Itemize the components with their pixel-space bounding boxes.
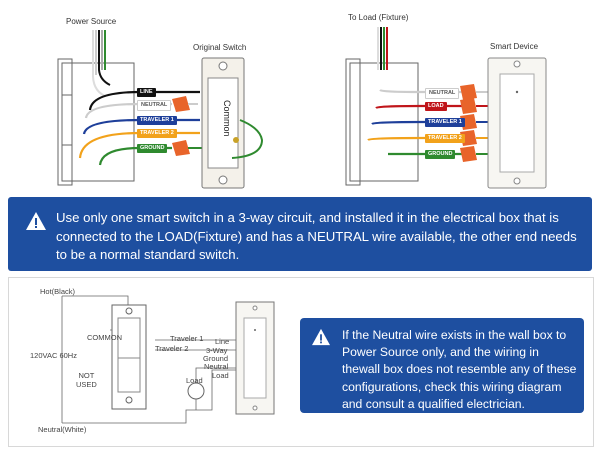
hot-label: Hot(Black) — [40, 287, 76, 296]
smart-device-body — [487, 57, 547, 189]
power-source-cable — [91, 30, 111, 97]
load-label: Load — [186, 376, 203, 385]
wire-tag-ground: GROUND — [137, 144, 168, 153]
traveler-2-label: Traveler 2 — [155, 344, 189, 353]
wire-tag-traveler-1: TRAVELER 1 — [137, 116, 177, 125]
wire-tag-traveler-1-right: TRAVELER 1 — [425, 118, 465, 127]
load-circle — [187, 382, 205, 400]
notice-text: Use only one smart switch in a 3-way cir… — [56, 210, 577, 262]
wire-tag-traveler-2: TRAVELER 2 — [137, 129, 177, 138]
wire-tag-ground-right: GROUND — [425, 150, 456, 159]
right-wires — [367, 88, 470, 156]
neutral-callout: If the Neutral wire exists in the wall b… — [300, 318, 584, 413]
wire-nuts-left — [172, 96, 240, 156]
small-smart-switch — [235, 301, 275, 415]
neutral-schematic-label: Neutral — [204, 362, 229, 371]
warning-icon — [26, 212, 46, 230]
to-load-label: To Load (Fixture) — [348, 13, 409, 22]
load-cable — [377, 27, 388, 70]
standard-switch — [111, 304, 147, 410]
wiring-diagrams — [57, 27, 547, 189]
load-wire-label: Load — [212, 371, 229, 380]
three-way-label: 3-Way — [206, 346, 228, 355]
wire-tag-load: LOAD — [425, 102, 447, 111]
ground-label: Ground — [203, 354, 229, 363]
smart-device-label: Smart Device — [490, 42, 539, 51]
warning-icon — [312, 328, 330, 346]
wire-tag-neutral-right: NEUTRAL — [425, 88, 460, 99]
original-switch-body — [201, 57, 264, 189]
line-label: Line — [215, 337, 230, 346]
neutral-label: Neutral(White) — [38, 425, 87, 434]
power-source-label: Power Source — [66, 17, 117, 26]
notice-banner: Use only one smart switch in a 3-way cir… — [8, 197, 592, 271]
voltage-label: 120VAC 60Hz — [30, 351, 77, 360]
wire-tag-traveler-2-right: TRAVELER 2 — [425, 134, 465, 143]
wire-tag-neutral: NEUTRAL — [137, 100, 172, 111]
not-used-label: NOT USED — [76, 371, 97, 389]
wall-box-left — [57, 58, 135, 186]
traveler-1-label: Traveler 1 — [170, 334, 204, 343]
wire-tag-line: LINE — [137, 88, 156, 97]
common-schematic-label: COMMON — [87, 333, 122, 342]
smart-leads — [476, 91, 488, 155]
callout-text: If the Neutral wire exists in the wall b… — [342, 328, 577, 411]
original-switch-label: Original Switch — [193, 43, 247, 52]
